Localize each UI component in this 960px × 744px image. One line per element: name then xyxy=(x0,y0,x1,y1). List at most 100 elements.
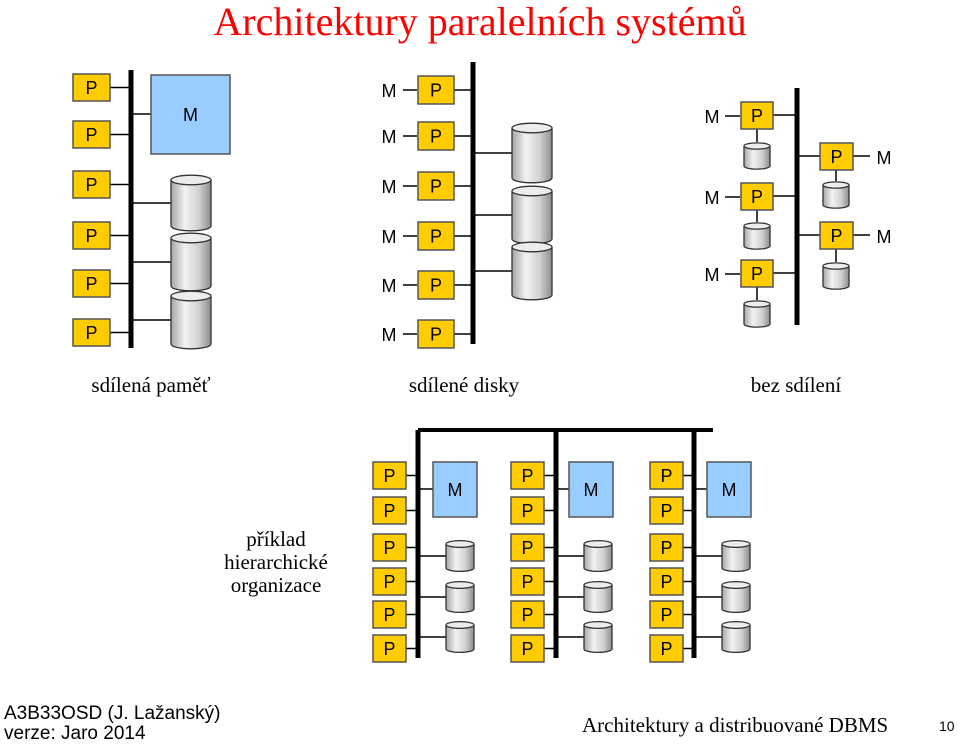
page-number: 10 xyxy=(939,718,955,734)
svg-text:P: P xyxy=(383,501,395,521)
shared-disk-icon xyxy=(511,241,553,301)
svg-text:P: P xyxy=(85,125,97,145)
caption-hierarchical-1: příklad xyxy=(246,527,306,551)
processor-node: P xyxy=(740,101,774,130)
processor-node: P xyxy=(417,221,455,251)
caption-shared-nothing: bez sdílení xyxy=(751,373,842,397)
shared-memory-disk-icon xyxy=(170,232,212,292)
svg-text:P: P xyxy=(383,572,395,592)
processor-node: P xyxy=(72,221,111,250)
memory-label: M xyxy=(382,227,397,247)
svg-text:P: P xyxy=(85,274,97,294)
svg-text:P: P xyxy=(660,572,672,592)
footer-subject: Architektury a distribuované DBMS xyxy=(582,713,889,737)
memory-label: M xyxy=(382,127,397,147)
processor-node: P xyxy=(372,600,407,629)
svg-text:P: P xyxy=(430,226,442,246)
slide-title: Architektury paralelních systémů xyxy=(213,0,747,44)
processor-node: P xyxy=(819,221,854,250)
processor-node: P xyxy=(649,567,684,596)
caption-shared-disks: sdílené disky xyxy=(409,373,520,397)
svg-text:P: P xyxy=(85,323,97,343)
memory-label: M xyxy=(705,188,720,208)
svg-text:P: P xyxy=(660,639,672,659)
disk-icon xyxy=(822,262,850,290)
memory-label: M xyxy=(382,81,397,101)
svg-text:P: P xyxy=(830,226,842,246)
processor-node: P xyxy=(372,461,407,490)
svg-text:P: P xyxy=(430,126,442,146)
caption-hierarchical-3: organizace xyxy=(231,573,322,597)
svg-text:P: P xyxy=(751,264,763,284)
memory-label: M xyxy=(877,227,892,247)
processor-node: P xyxy=(72,73,111,102)
svg-text:M: M xyxy=(584,480,599,500)
processor-node: P xyxy=(510,533,545,562)
svg-text:P: P xyxy=(660,605,672,625)
memory-label: M xyxy=(382,325,397,345)
processor-node: P xyxy=(510,496,545,525)
svg-text:P: P xyxy=(830,147,842,167)
disk-icon xyxy=(743,300,771,328)
processor-node: P xyxy=(72,269,111,298)
cluster-memory-block: M xyxy=(432,461,478,518)
svg-text:P: P xyxy=(660,501,672,521)
svg-text:M: M xyxy=(448,480,463,500)
cluster-disk-icon xyxy=(445,620,475,653)
svg-text:P: P xyxy=(383,466,395,486)
svg-text:P: P xyxy=(430,324,442,344)
processor-node: P xyxy=(510,634,545,663)
processor-node: P xyxy=(417,121,455,151)
memory-label: M xyxy=(705,265,720,285)
cluster-memory-block: M xyxy=(706,461,752,518)
processor-node: P xyxy=(649,634,684,663)
cluster-disk-icon xyxy=(721,620,751,653)
svg-text:P: P xyxy=(751,187,763,207)
svg-text:P: P xyxy=(521,538,533,558)
svg-text:P: P xyxy=(521,466,533,486)
processor-node: P xyxy=(417,319,455,349)
cluster-disk-icon xyxy=(721,580,751,613)
svg-text:P: P xyxy=(751,106,763,126)
processor-node: P xyxy=(72,318,111,347)
disk-icon xyxy=(743,222,771,250)
svg-text:P: P xyxy=(660,466,672,486)
svg-text:P: P xyxy=(430,80,442,100)
processor-node: P xyxy=(649,461,684,490)
svg-text:P: P xyxy=(383,639,395,659)
cluster-disk-icon xyxy=(445,580,475,613)
processor-node: P xyxy=(649,600,684,629)
cluster-disk-icon xyxy=(583,580,613,613)
shared-disk-icon xyxy=(511,185,553,245)
processor-node: P xyxy=(372,533,407,562)
caption-hierarchical-2: hierarchické xyxy=(224,550,328,574)
caption-shared-memory: sdílená paměť xyxy=(91,373,210,397)
processor-node: P xyxy=(372,567,407,596)
svg-text:M: M xyxy=(183,105,198,125)
disk-icon xyxy=(822,181,850,209)
processor-node: P xyxy=(510,567,545,596)
shared-memory-disk-icon xyxy=(170,174,212,232)
cluster-disk-icon xyxy=(583,620,613,653)
svg-text:P: P xyxy=(85,175,97,195)
shared-memory-block: M xyxy=(150,74,231,155)
processor-node: P xyxy=(417,75,455,105)
svg-text:P: P xyxy=(383,538,395,558)
svg-text:P: P xyxy=(521,572,533,592)
svg-text:P: P xyxy=(521,501,533,521)
footer-version: verze: Jaro 2014 xyxy=(4,723,146,744)
processor-node: P xyxy=(417,270,455,300)
svg-text:P: P xyxy=(430,176,442,196)
svg-text:P: P xyxy=(430,275,442,295)
processor-node: P xyxy=(740,259,774,288)
processor-node: P xyxy=(649,533,684,562)
cluster-disk-icon xyxy=(445,539,475,572)
processor-node: P xyxy=(649,496,684,525)
shared-memory-disk-icon xyxy=(170,290,212,350)
cluster-disk-icon xyxy=(583,539,613,572)
footer-course: A3B33OSD (J. Lažanský) xyxy=(4,703,221,724)
svg-text:M: M xyxy=(722,480,737,500)
svg-text:P: P xyxy=(383,605,395,625)
shared-disk-icon xyxy=(511,122,553,184)
